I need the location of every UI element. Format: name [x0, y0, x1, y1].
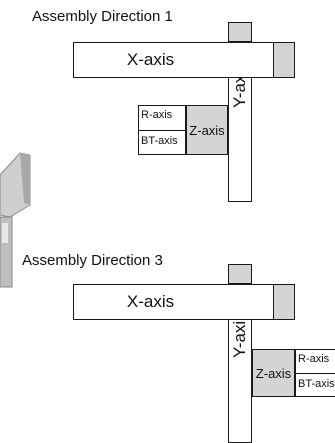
- diagram-1-rbt-divider: [138, 130, 186, 131]
- diagram-1-x-axis-end-block: [273, 42, 295, 78]
- diagram-1-x-axis-bar: [73, 42, 295, 78]
- diagram-3-title: Assembly Direction 3: [22, 252, 163, 269]
- diagram-3-x-axis-label: X-axis: [126, 292, 175, 311]
- diagram-1-y-axis-top-block: [228, 22, 252, 42]
- diagram-3-rbt-divider: [295, 373, 335, 374]
- diagram-3-z-axis-block: Z-axis: [252, 349, 295, 397]
- diagram-3-bt-axis-label: BT-axis: [298, 378, 335, 390]
- diagram-1-bt-axis-label: BT-axis: [141, 135, 178, 147]
- diagram-1-r-axis-label: R-axis: [141, 109, 173, 121]
- diagram-3-r-axis-label: R-axis: [298, 353, 330, 365]
- diagram-3-y-axis-top-block: [228, 264, 252, 284]
- diagram-3-x-axis-bar: [73, 284, 295, 320]
- diagram-3-x-axis-end-block: [273, 284, 295, 320]
- diagram-1-x-axis-label: X-axis: [126, 50, 175, 69]
- diagram-1-z-axis-block: Z-axis: [186, 105, 228, 155]
- device-image: [0, 145, 34, 295]
- diagram-1-title: Assembly Direction 1: [32, 8, 173, 25]
